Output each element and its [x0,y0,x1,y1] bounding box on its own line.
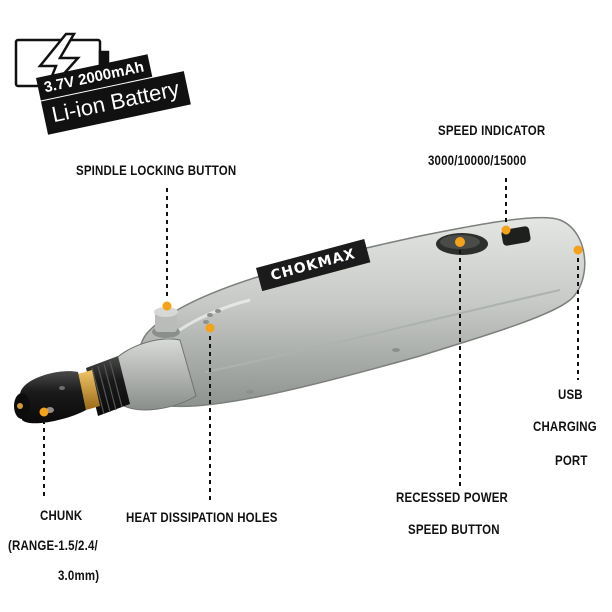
label-chunk-size: 3.0mm) [58,567,100,583]
label-chunk-range: (RANGE-1.5/2.4/ [8,537,98,553]
keyless-chuck [14,371,86,424]
marker-dots [39,225,583,417]
spindle-lock-knob [152,307,180,338]
label-speed-values: 3000/10000/15000 [428,152,527,168]
label-spindle-locking-button: SPINDLE LOCKING BUTTON [76,162,237,178]
label-speed-indicator: SPEED INDICATOR [438,122,546,138]
label-speed-button: SPEED BUTTON [408,521,500,537]
label-recessed-power: RECESSED POWER [396,489,509,505]
label-usb: USB [558,386,583,402]
label-heat-dissipation-holes: HEAT DISSIPATION HOLES [126,509,278,525]
callout-lines [43,178,579,500]
label-port: PORT [555,452,588,468]
collet-nut [78,356,130,416]
label-charging: CHARGING [533,418,597,434]
label-chunk: CHUNK [40,507,83,523]
